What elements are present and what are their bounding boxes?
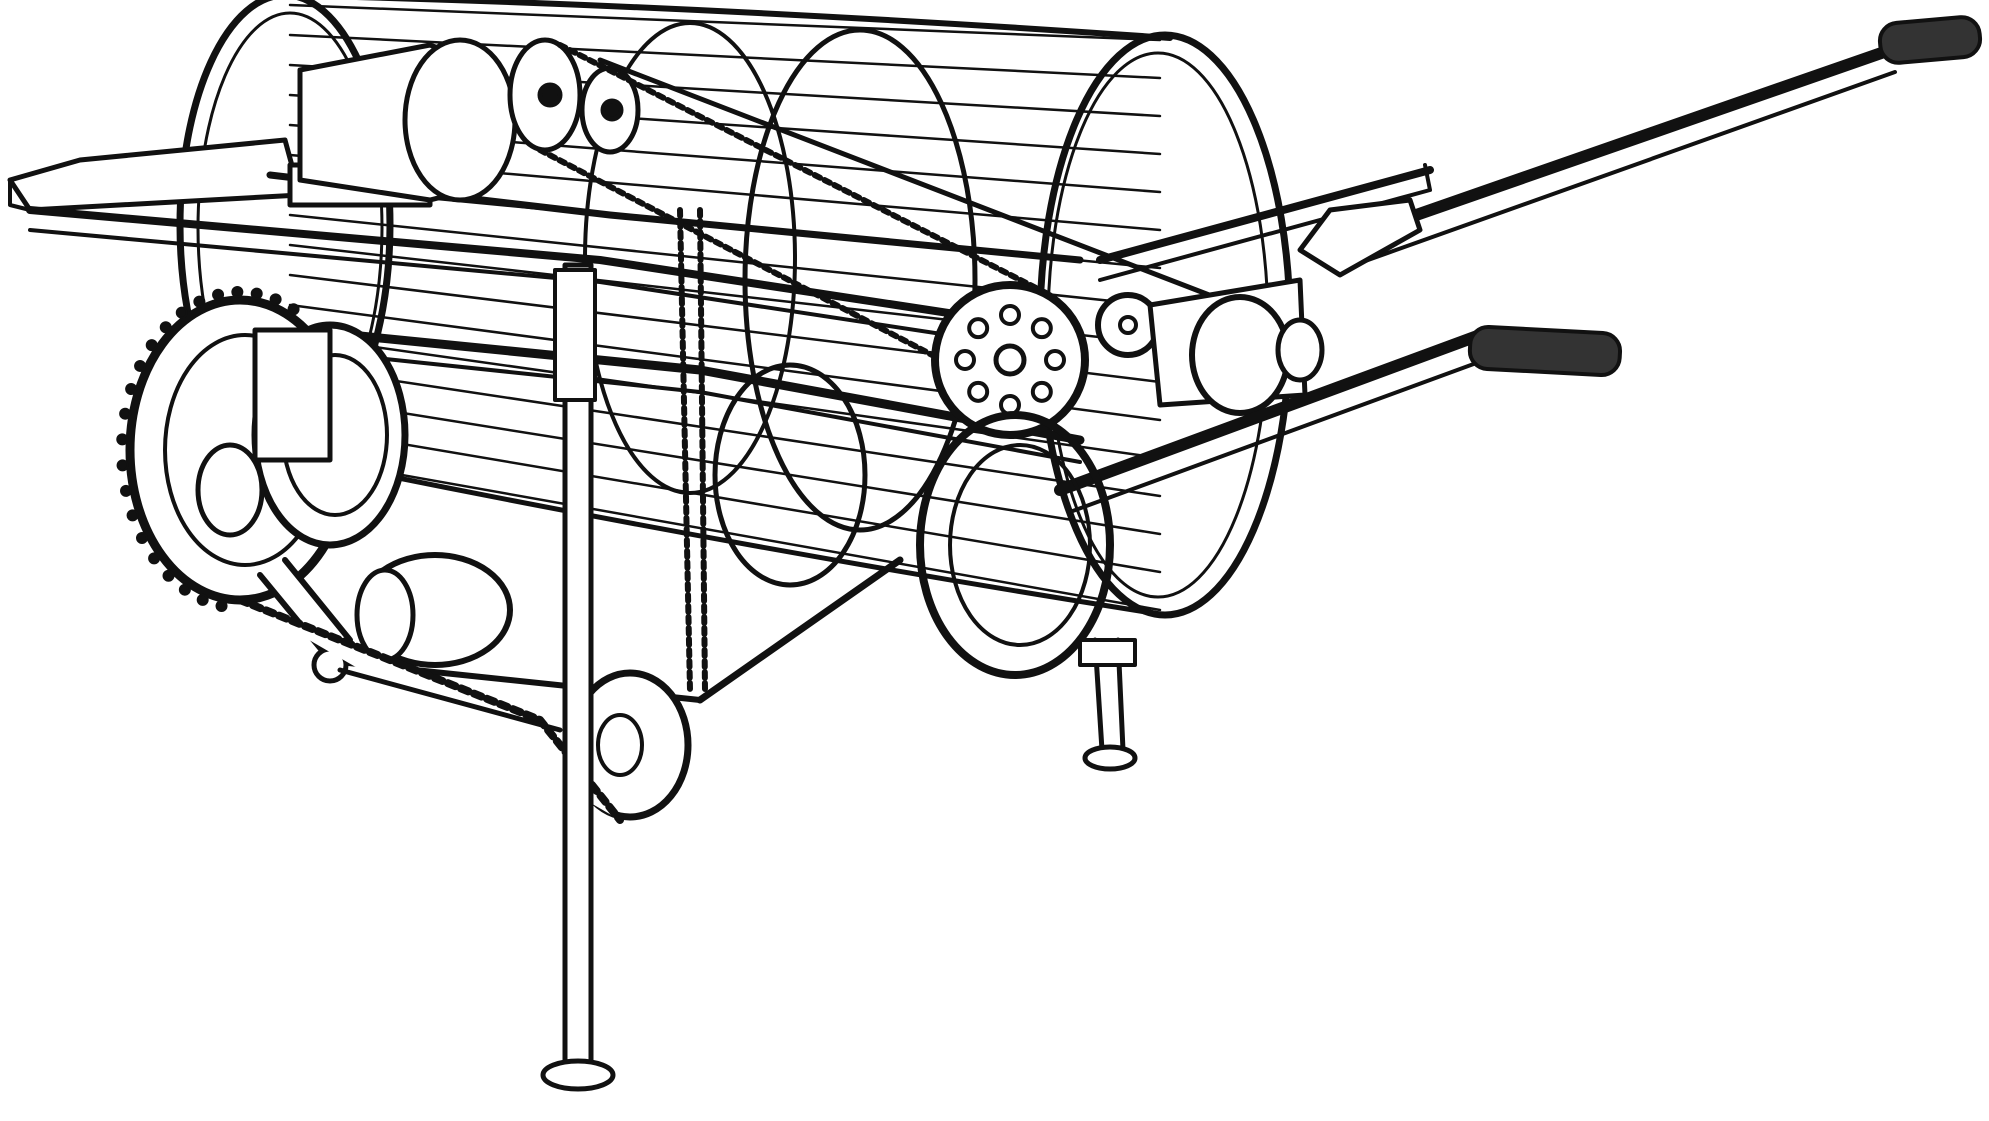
rear-cross-bar-edge — [1098, 163, 1432, 282]
vertical-chain — [677, 207, 693, 693]
track-stud — [215, 600, 228, 613]
sprocket-hole — [967, 317, 990, 340]
lower-chain — [537, 147, 983, 383]
platform-tray-lip — [8, 178, 32, 212]
rear-pulley-inner — [948, 443, 1092, 647]
motor-pulley-hub — [537, 82, 563, 108]
track-stud — [145, 339, 158, 352]
track-stud — [120, 484, 133, 497]
upper-handle-bar — [1324, 44, 1896, 251]
front-drive-assembly — [116, 286, 692, 824]
lower-diagonal-rail — [696, 556, 904, 704]
support-legs — [540, 262, 1138, 1092]
track-stud — [125, 382, 138, 395]
track-stud — [212, 288, 225, 301]
large-sprocket-hub — [993, 343, 1027, 377]
rear-leg-foot — [1082, 744, 1138, 772]
sprocket-hole — [954, 349, 976, 371]
drum-slat — [288, 393, 1162, 536]
rear-cross-bar — [1096, 166, 1434, 264]
inner-disc — [712, 362, 868, 588]
front-leg-foot — [540, 1058, 616, 1092]
rear-drum-pulley — [712, 362, 1114, 679]
track-stud — [269, 293, 282, 306]
lower-handle-bar — [1054, 329, 1486, 496]
bearing-pulley — [1189, 294, 1291, 416]
track-stud — [178, 583, 191, 596]
drum-bottom-edge — [282, 452, 1168, 618]
drum-top-edge — [356, 0, 1173, 41]
sprocket-hole — [1030, 317, 1053, 340]
lower-handle-bar-edge — [1068, 356, 1492, 514]
bearing-pulley-end — [1275, 317, 1325, 383]
gear-housing — [252, 327, 333, 463]
track-stud — [287, 303, 300, 316]
track-studs — [116, 286, 300, 613]
small-sprocket-hub — [1118, 315, 1138, 335]
sprocket-hole — [967, 380, 990, 403]
lower-belt — [337, 667, 563, 733]
track-stud — [116, 433, 129, 446]
drum-slat — [288, 423, 1162, 574]
sprocket-hole — [999, 304, 1021, 326]
vertical-chain-b — [697, 207, 708, 693]
track-stud — [175, 306, 188, 319]
rear-sprockets — [931, 277, 1325, 439]
track-stud — [116, 459, 129, 472]
track-stud — [136, 532, 149, 545]
push-handles — [1054, 15, 1983, 514]
electric-motor — [287, 37, 641, 208]
drum-middle-ring — [742, 27, 978, 533]
drum-slat — [288, 33, 1162, 80]
upper-handle-bar-edge — [1338, 70, 1897, 272]
sprocket-hole — [1044, 349, 1066, 371]
idler-wheel-hub — [596, 713, 644, 777]
sprocket-hole — [1030, 380, 1053, 403]
upper-rail-lower-edge — [28, 228, 1062, 354]
upper-chain — [557, 42, 1043, 293]
track-stud — [162, 569, 175, 582]
rear-leg-bracket — [1078, 638, 1137, 667]
track-stud — [148, 552, 161, 565]
upper-rail — [26, 206, 1064, 334]
track-stud — [159, 321, 172, 334]
track-stud — [193, 295, 206, 308]
rear-pulley-outer — [916, 411, 1114, 679]
sprocket-holes — [954, 304, 1066, 416]
track-stud — [126, 509, 139, 522]
front-hub — [195, 442, 265, 538]
upper-handle-grip — [1877, 15, 1983, 65]
motor-sprocket-hub — [600, 98, 624, 122]
track-stud — [134, 359, 147, 372]
lower-handle-grip — [1467, 325, 1623, 377]
track-stud — [250, 287, 263, 300]
platform-tray — [7, 137, 303, 213]
handle-bracket — [1297, 197, 1423, 278]
drive-chains — [537, 42, 1303, 693]
track-stud — [231, 286, 244, 299]
track-stud — [196, 593, 209, 606]
return-belt — [597, 57, 1303, 333]
drum-slat — [288, 363, 1162, 498]
track-stud — [119, 407, 132, 420]
motor-end-cap — [402, 37, 518, 203]
front-leg-bracket — [553, 268, 597, 402]
drum-slat — [288, 3, 1162, 42]
